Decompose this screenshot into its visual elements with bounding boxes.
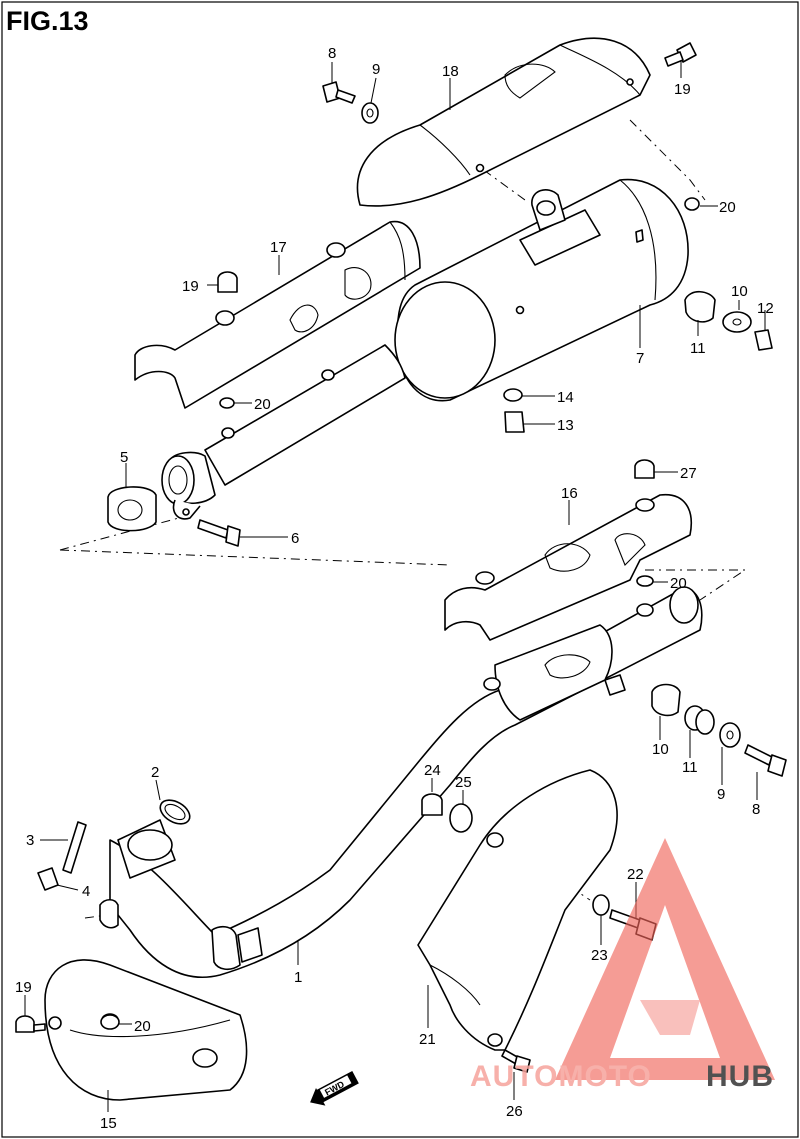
callout-11: 11 xyxy=(682,759,698,776)
callout-11: 11 xyxy=(690,340,706,357)
callout-6: 6 xyxy=(291,530,299,547)
part-15-front-protector xyxy=(44,959,248,1101)
callout-20: 20 xyxy=(254,396,271,413)
callout-8: 8 xyxy=(752,801,760,818)
callout-9: 9 xyxy=(372,61,380,78)
callout-21: 21 xyxy=(419,1031,436,1048)
callout-15: 15 xyxy=(100,1115,117,1132)
leader-lines xyxy=(24,60,766,1112)
callout-3: 3 xyxy=(26,832,34,849)
callout-16: 16 xyxy=(561,485,578,502)
watermark-text-automoto: AUTOMOTO xyxy=(470,1060,652,1093)
callout-5: 5 xyxy=(120,449,128,466)
callout-19: 19 xyxy=(674,81,691,98)
watermark-logo: AUTOMOTO HUB xyxy=(470,838,775,1093)
callout-18: 18 xyxy=(442,63,459,80)
part-18-muffler-cover xyxy=(356,37,651,207)
figure-title: FIG.13 xyxy=(6,6,89,36)
callout-14: 14 xyxy=(557,389,574,406)
callout-13: 13 xyxy=(557,417,574,434)
watermark-triangle-icon xyxy=(555,838,775,1080)
callout-10: 10 xyxy=(652,741,669,758)
callout-24: 24 xyxy=(424,762,441,779)
watermark-text-hub: HUB xyxy=(706,1060,774,1093)
callout-2: 2 xyxy=(151,764,159,781)
callout-23: 23 xyxy=(591,947,608,964)
part-1-exhaust-pipe xyxy=(99,586,703,978)
callout-12: 12 xyxy=(757,300,774,317)
callout-1: 1 xyxy=(294,969,302,986)
callout-22: 22 xyxy=(627,866,644,883)
fwd-direction-badge: FWD xyxy=(310,1070,359,1106)
callout-labels: 8 9 18 19 20 17 19 10 12 11 7 20 14 13 5… xyxy=(15,45,774,1132)
callout-27: 27 xyxy=(680,465,697,482)
callout-9: 9 xyxy=(717,786,725,803)
callout-20: 20 xyxy=(719,199,736,216)
callout-26: 26 xyxy=(506,1103,523,1120)
part-7-muffler xyxy=(161,178,689,520)
callout-4: 4 xyxy=(82,883,90,900)
part-21-side-protector xyxy=(417,769,618,1051)
callout-10: 10 xyxy=(731,283,748,300)
part-16-pipe-cover xyxy=(444,493,692,641)
callout-8: 8 xyxy=(328,45,336,62)
callout-20: 20 xyxy=(670,575,687,592)
callout-7: 7 xyxy=(636,350,644,367)
part-17-muffler-protector xyxy=(134,220,421,409)
callout-20: 20 xyxy=(134,1018,151,1035)
callout-25: 25 xyxy=(455,774,472,791)
callout-19: 19 xyxy=(182,278,199,295)
callout-19: 19 xyxy=(15,979,32,996)
callout-17: 17 xyxy=(270,239,287,256)
